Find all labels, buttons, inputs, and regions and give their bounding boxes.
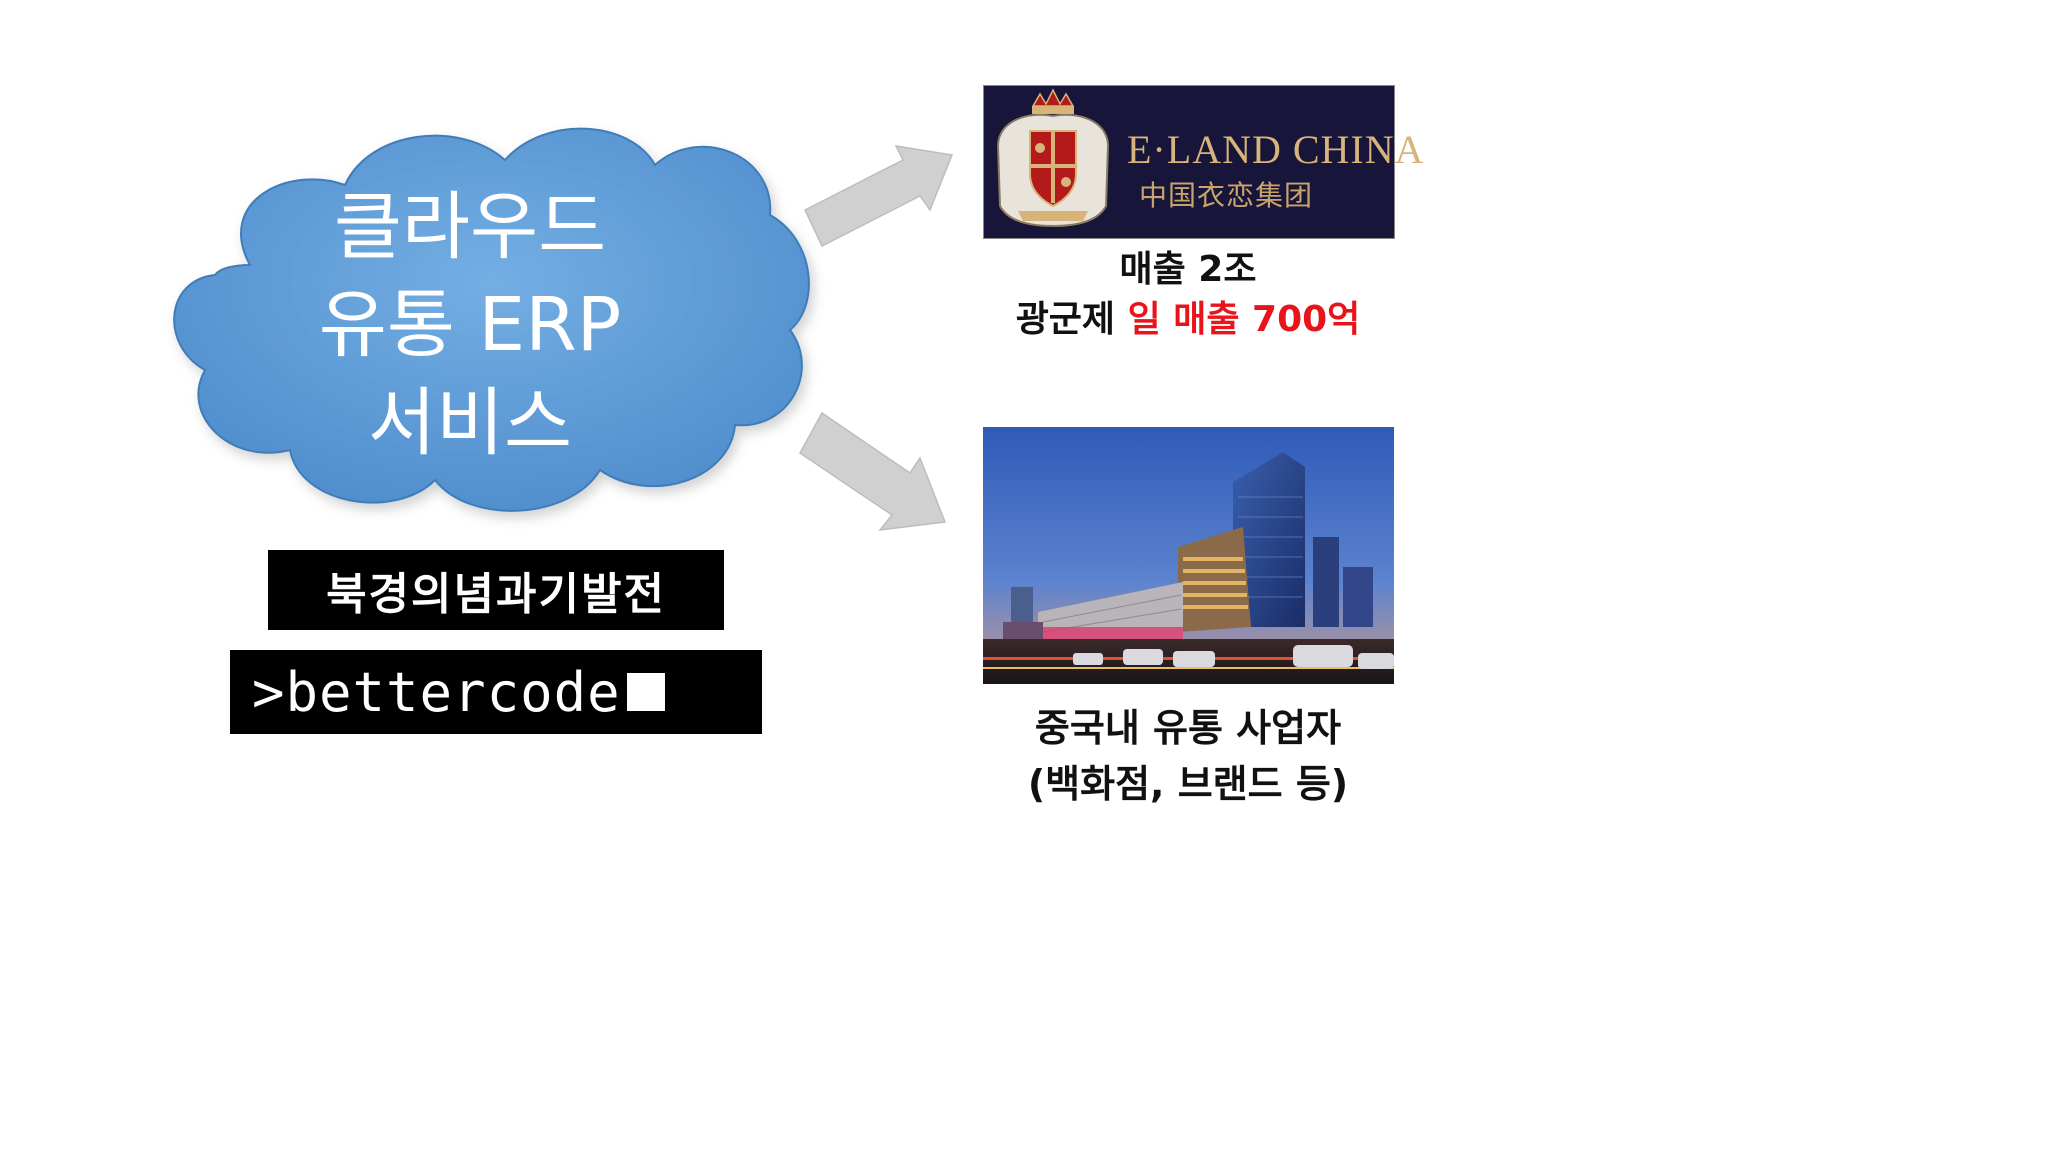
cloud-line-2: 유통 ERP xyxy=(318,282,622,368)
eland-caption: 매출 2조 광군제 일 매출 700억 xyxy=(960,245,1416,345)
cursor-block-icon xyxy=(626,673,665,711)
cloud-line-1: 클라우드 xyxy=(333,184,607,270)
eland-china-logo: E·LAND CHINA 中国衣恋集团 xyxy=(983,85,1424,239)
slide: 클라우드 유통 ERP 서비스 북경의념과기발전 >bettercode xyxy=(173,85,1424,812)
shopping-mall-photo xyxy=(983,427,1394,684)
cloud-line-3: 서비스 xyxy=(367,380,573,466)
distributors-caption-line-2: (백화점, 브랜드 등) xyxy=(1027,762,1349,806)
eland-logo-text-cn: 中国衣恋集团 xyxy=(1139,179,1314,212)
company-name-label: 북경의념과기발전 xyxy=(268,550,724,630)
distributors-caption: 중국내 유통 사업자 (백화점, 브랜드 등) xyxy=(960,700,1416,812)
distributors-caption-line-1: 중국내 유통 사업자 xyxy=(1034,706,1342,750)
eland-caption-line-2: 광군제 일 매출 700억 xyxy=(960,295,1416,345)
cloud-label: 클라우드 유통 ERP 서비스 xyxy=(290,178,650,472)
arrow-to-distributors xyxy=(799,411,947,531)
arrow-to-eland xyxy=(804,145,954,248)
cloud-shape xyxy=(173,127,810,512)
eland-logo-text-en: E·LAND CHINA xyxy=(1127,127,1425,172)
bettercode-logo: >bettercode xyxy=(230,650,762,734)
eland-caption-prefix: 광군제 xyxy=(1015,299,1128,340)
bettercode-text: >bettercode xyxy=(252,660,621,724)
eland-caption-line-1: 매출 2조 xyxy=(1119,249,1257,290)
crest-icon xyxy=(996,88,1110,228)
eland-caption-highlight: 일 매출 700억 xyxy=(1127,299,1361,340)
